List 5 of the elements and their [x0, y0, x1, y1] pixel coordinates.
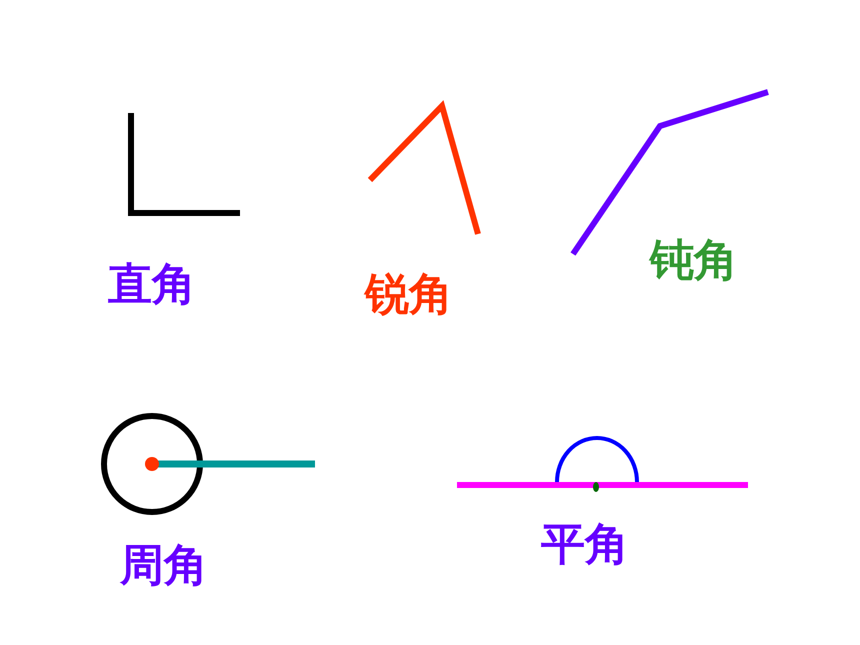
angle-name: 平角: [541, 520, 629, 570]
angle-name: 锐角: [365, 270, 453, 320]
angle-name: 钝角: [650, 236, 738, 286]
angle-name: 直角: [108, 260, 196, 310]
angle-name: 周角: [120, 541, 208, 591]
